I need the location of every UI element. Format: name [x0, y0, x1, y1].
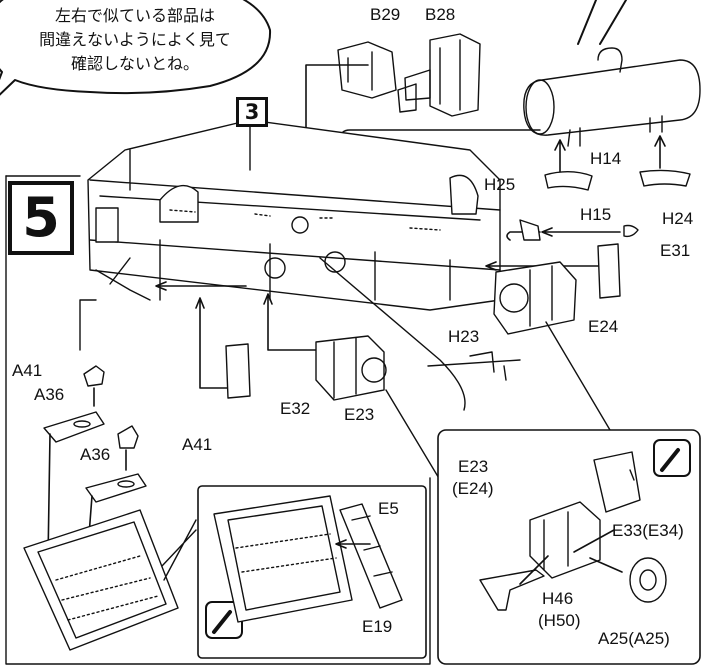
label-h15: H15	[580, 205, 612, 224]
arrow-e23	[263, 293, 317, 351]
h23-part	[427, 351, 521, 381]
label-e5: E5	[378, 499, 399, 518]
b28-part	[429, 33, 481, 117]
chassis	[87, 119, 501, 311]
arrow-h14	[654, 135, 666, 169]
label-h25: H25	[484, 175, 516, 194]
h24-part	[623, 224, 639, 238]
label-a36-mid: A36	[80, 445, 111, 464]
callout-lines-top	[577, 0, 627, 45]
speech-line-3: 確認しないとね。	[70, 54, 199, 73]
speech-bubble: 左右で似ている部品は 間違えないようによく見て 確認しないとね。	[0, 4, 270, 76]
muffler-part	[523, 47, 701, 147]
arrow-h24	[541, 227, 621, 237]
rear-panel-left	[23, 509, 179, 651]
a41-top-part	[83, 365, 105, 387]
label-detail-e23: E23	[458, 457, 489, 476]
arrow-h15	[554, 139, 566, 173]
e23-part	[315, 335, 385, 401]
speech-line-1: 左右で似ている部品は	[54, 6, 215, 25]
a36-mid-part	[85, 473, 147, 503]
a36-top-part	[43, 411, 105, 443]
arrow-h23	[319, 257, 466, 411]
speech-bubble-outline	[0, 0, 272, 96]
e24-part	[493, 261, 577, 335]
label-a41-top: A41	[12, 361, 43, 380]
label-detail-a25: A25(A25)	[598, 629, 670, 648]
b29-part	[337, 41, 397, 99]
step-5-badge: 5	[8, 181, 74, 255]
label-b28: B28	[425, 5, 456, 24]
label-b29: B29	[370, 5, 401, 24]
h14-part	[639, 169, 691, 187]
label-a36-top: A36	[34, 385, 65, 404]
e31-part	[597, 243, 621, 299]
e5-part	[339, 503, 403, 609]
label-detail-h50: (H50)	[538, 611, 581, 630]
e32-part	[225, 343, 251, 399]
label-a41-mid: A41	[182, 435, 213, 454]
arrow-left	[155, 281, 247, 291]
label-e23: E23	[344, 405, 375, 424]
a41-mid-part	[117, 425, 139, 449]
detail-a25-part	[629, 557, 667, 603]
detail-e33-part	[593, 451, 641, 513]
label-e19: E19	[362, 617, 393, 636]
arrow-e5	[335, 539, 371, 549]
label-detail-e33: E33(E34)	[612, 521, 684, 540]
label-h24: H24	[662, 209, 694, 228]
label-h14: H14	[590, 149, 622, 168]
panel-5-frame	[5, 175, 431, 665]
step-3-badge: 3	[236, 97, 268, 127]
label-e24: E24	[588, 317, 619, 336]
arrow-h25	[506, 231, 541, 241]
label-e31: E31	[660, 241, 691, 260]
label-h23: H23	[448, 327, 480, 346]
label-e32: E32	[280, 399, 311, 418]
speech-line-2: 間違えないようによく見て	[39, 30, 231, 49]
detail-e23-part	[529, 501, 601, 579]
arrow-e32	[195, 297, 231, 389]
detail-h46-part	[479, 569, 545, 611]
label-detail-h46: H46	[542, 589, 574, 608]
h15-part	[544, 171, 593, 191]
label-detail-e24: (E24)	[452, 479, 494, 498]
h25-part	[519, 219, 541, 241]
rear-panel-detail	[213, 495, 353, 623]
